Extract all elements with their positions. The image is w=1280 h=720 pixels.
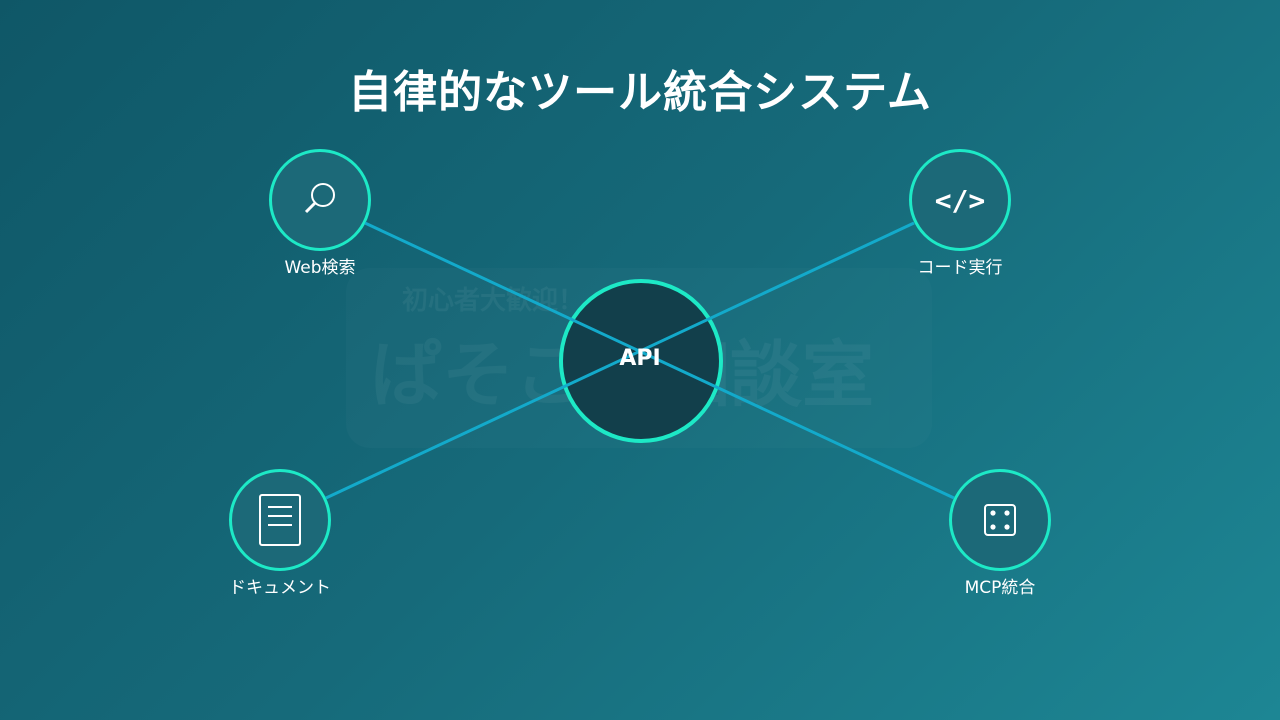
node-label-document: ドキュメント bbox=[229, 578, 331, 598]
search-icon bbox=[304, 183, 335, 214]
code-icon: </> bbox=[934, 183, 986, 217]
node-label-web-search: Web検索 bbox=[284, 258, 356, 278]
node-mcp-integration bbox=[949, 469, 1051, 571]
node-code-execution: </> bbox=[909, 149, 1011, 251]
connector-code-to-document bbox=[325, 221, 915, 500]
node-document bbox=[229, 469, 331, 571]
document-icon bbox=[259, 494, 301, 546]
node-web-search bbox=[269, 149, 371, 251]
api-hub-circle bbox=[559, 279, 723, 443]
api-label: API bbox=[619, 346, 661, 371]
connector-web-to-mcp bbox=[364, 221, 955, 500]
dice-icon bbox=[984, 504, 1016, 536]
node-label-mcp-integration: MCP統合 bbox=[964, 578, 1036, 598]
page-title: 自律的なツール統合システム bbox=[348, 67, 932, 118]
node-label-code-execution: コード実行 bbox=[917, 258, 1003, 278]
